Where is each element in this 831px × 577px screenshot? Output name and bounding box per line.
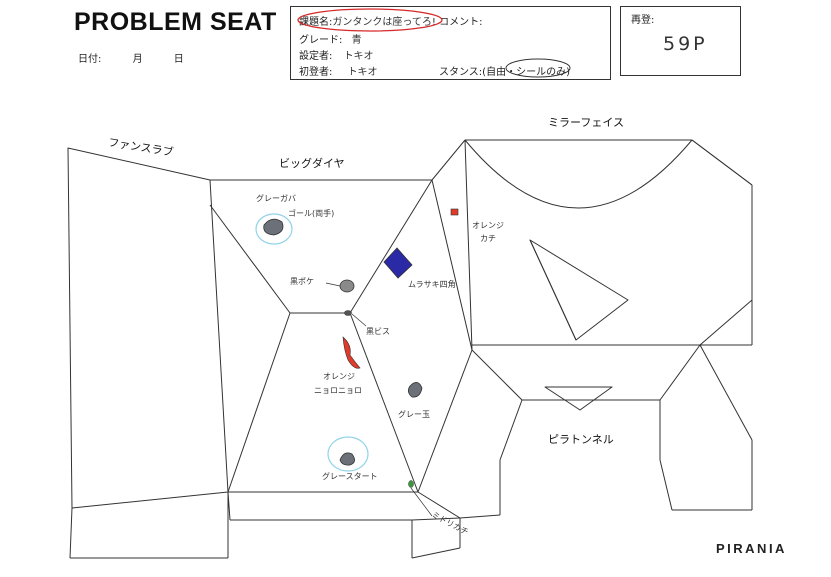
grade-row: グレード: 青 bbox=[299, 31, 362, 46]
mirror-face-label: ミラーフェイス bbox=[548, 116, 625, 129]
problem-info-box: 課題名:ガンタンクは座ってろ! コメント: グレード: 青 設定者: トキオ 初… bbox=[290, 6, 611, 80]
problem-name-value: ガンタンクは座ってろ! bbox=[332, 17, 436, 28]
setter-label: 設定者: bbox=[299, 51, 333, 62]
gray-start-hold bbox=[339, 452, 355, 466]
purple-square-label: ムラサキ四角 bbox=[408, 280, 456, 289]
wall-outline bbox=[67, 139, 753, 559]
problem-name-row: 課題名:ガンタンクは座ってろ! コメント: bbox=[299, 13, 482, 28]
day-label: 日 bbox=[173, 54, 184, 65]
black-screw-hold bbox=[344, 310, 352, 316]
setter-value: トキオ bbox=[343, 51, 374, 62]
purple-square-hold bbox=[383, 247, 413, 279]
orange-nyoro-type-label: ニョロニョロ bbox=[314, 386, 362, 395]
problem-name-highlight bbox=[297, 8, 443, 32]
mirror-triangle bbox=[529, 239, 629, 341]
comment-label: コメント: bbox=[439, 17, 483, 28]
goal-note-label: ゴール(両手) bbox=[288, 209, 335, 218]
black-pocket-hold bbox=[339, 279, 355, 293]
pira-tunnel-label: ピラトンネル bbox=[548, 433, 614, 446]
date-line: 日付: 月 日 bbox=[78, 50, 212, 65]
orange-nyoro-hold bbox=[342, 336, 361, 369]
redo-label: 再登: bbox=[631, 15, 655, 26]
grade-value: 青 bbox=[351, 35, 362, 46]
redo-box: 再登: 59P bbox=[620, 6, 741, 76]
leader-lines bbox=[325, 282, 433, 517]
gray-ball-hold bbox=[408, 382, 423, 398]
grade-label: グレード: bbox=[299, 35, 343, 46]
first-ascent-row: 初登者: トキオ bbox=[299, 63, 378, 78]
first-ascent-label: 初登者: bbox=[299, 67, 333, 78]
black-pocket-label: 黒ポケ bbox=[290, 277, 314, 286]
redo-value: 59P bbox=[663, 33, 708, 55]
green-kachi-hold bbox=[408, 480, 414, 488]
fan-slab-outline bbox=[67, 147, 229, 509]
orange-kachi-type-label: カチ bbox=[480, 234, 496, 243]
first-ascent-value: トキオ bbox=[347, 67, 378, 78]
setter-row: 設定者: トキオ bbox=[299, 47, 374, 62]
gray-start-label: グレースタート bbox=[322, 472, 378, 481]
stance-row: スタンス:(自由・シールのみ) bbox=[439, 63, 570, 78]
start-circle bbox=[327, 436, 369, 472]
orange-kachi-hold bbox=[450, 208, 459, 216]
gray-ball-label: グレー玉 bbox=[398, 410, 430, 419]
date-label: 日付: bbox=[78, 54, 102, 65]
month-label: 月 bbox=[132, 54, 143, 65]
black-screw-label: 黒ビス bbox=[366, 327, 390, 336]
big-diamond-label: ビッグダイヤ bbox=[279, 157, 345, 170]
brand-logo: PIRANIA bbox=[716, 541, 787, 556]
orange-nyoro-color-label: オレンジ bbox=[323, 372, 355, 381]
orange-kachi-label: オレンジ bbox=[472, 221, 504, 230]
stance-options: (自由・シールのみ) bbox=[482, 67, 570, 78]
goal-hold bbox=[263, 218, 284, 236]
stance-label: スタンス: bbox=[439, 67, 483, 78]
problem-name-label: 課題名: bbox=[299, 17, 333, 28]
stance-selection-circle bbox=[505, 58, 571, 78]
goal-circle bbox=[255, 213, 293, 245]
goal-color-label: グレーガバ bbox=[256, 194, 296, 203]
page-title: PROBLEM SEAT bbox=[74, 8, 277, 36]
tunnel-triangle bbox=[544, 386, 613, 411]
